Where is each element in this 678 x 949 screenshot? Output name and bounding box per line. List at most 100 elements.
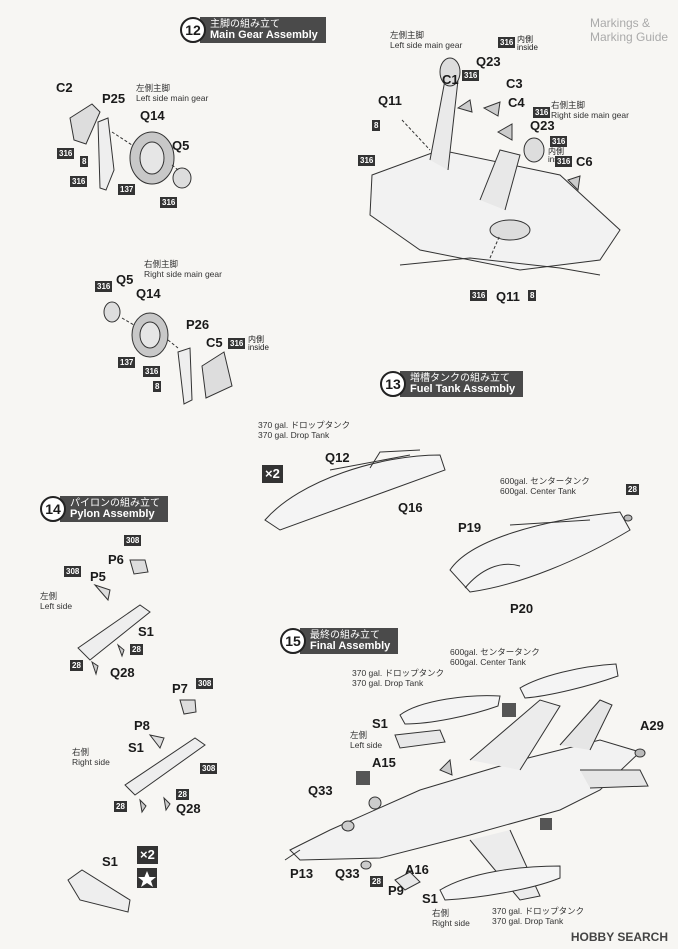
paint-code: 308 [64, 566, 82, 577]
paint-code: 308 [200, 763, 218, 774]
part-label: S1 [138, 624, 154, 639]
left-main-gear-drawing [69, 103, 192, 191]
step-title-jp: 増槽タンクの組み立て [410, 373, 510, 384]
paint-code: 8 [528, 290, 537, 301]
paint-code: 28 [130, 644, 143, 655]
paint-code: 316 [550, 136, 568, 147]
paint-code: 316 [57, 148, 75, 159]
paint-code: 316 [228, 338, 246, 349]
decal-markers [356, 703, 552, 830]
step-title-en: Final Assembly [310, 640, 391, 652]
part-label: C2 [56, 80, 73, 95]
step-title-en: Pylon Assembly [70, 508, 155, 520]
part-label: Q14 [136, 286, 161, 301]
part-label: Q28 [110, 665, 135, 680]
part-label: P7 [172, 681, 188, 696]
part-label: A29 [640, 718, 664, 733]
star-marker [137, 868, 157, 888]
step-title-jp: 最終の組み立て [310, 630, 380, 641]
step-title-jp: 主脚の組み立て [210, 19, 280, 30]
watermark-brand: HOBBY SEARCH [570, 930, 668, 944]
paint-code: 28 [70, 660, 83, 671]
part-label: Q5 [172, 138, 190, 153]
step-number: 12 [180, 17, 206, 43]
center-tank-600-drawing [449, 511, 633, 593]
step-number: 13 [380, 371, 406, 397]
part-label: P25 [102, 91, 126, 106]
paint-code: 8 [153, 381, 162, 392]
part-label: C5 [206, 335, 223, 350]
part-label: C4 [508, 95, 525, 110]
part-label: C3 [506, 76, 523, 91]
pylon-extra-drawing [67, 869, 131, 913]
pylon-right-drawing [124, 699, 206, 814]
paint-code: 316 [95, 281, 113, 292]
part-label: P13 [290, 866, 314, 881]
part-label: Q16 [398, 500, 423, 515]
part-label: P20 [510, 601, 534, 616]
step-title-en: Main Gear Assembly [210, 29, 318, 41]
part-label: P26 [186, 317, 210, 332]
part-label: A16 [405, 862, 429, 877]
paint-code: 308 [124, 535, 142, 546]
part-label: Q23 [530, 118, 555, 133]
part-label: Q23 [476, 54, 501, 69]
step-number: 14 [40, 496, 66, 522]
paint-code: 316 [160, 197, 178, 208]
part-label: S1 [128, 740, 144, 755]
part-label: A15 [372, 755, 396, 770]
quantity-x2: ×2 [137, 846, 158, 864]
paint-code: 316 [470, 290, 488, 301]
paint-code: 137 [118, 184, 136, 195]
pylon-left-drawing [77, 559, 151, 676]
paint-code: 316 [70, 176, 88, 187]
part-label: S1 [372, 716, 388, 731]
part-label: P9 [388, 883, 404, 898]
part-label: C1 [442, 72, 459, 87]
paint-code: 28 [114, 801, 127, 812]
paint-code: 316 [498, 37, 516, 48]
part-label: Q33 [335, 866, 360, 881]
paint-code: 28 [370, 876, 383, 887]
part-label: S1 [102, 854, 118, 869]
part-label: S1 [422, 891, 438, 906]
drop-tank-370-drawing [264, 449, 446, 531]
part-label: Q28 [176, 801, 201, 816]
paint-code: 316 [533, 107, 551, 118]
paint-code: 316 [462, 70, 480, 81]
part-label: Q12 [325, 450, 350, 465]
part-label: Q5 [116, 272, 134, 287]
paint-code: 316 [143, 366, 161, 377]
part-label: P6 [108, 552, 124, 567]
paint-code: 137 [118, 357, 136, 368]
quantity-x2: ×2 [262, 465, 283, 483]
part-label: P8 [134, 718, 150, 733]
paint-code: 28 [176, 789, 189, 800]
paint-code: 8 [80, 156, 89, 167]
part-label: C6 [576, 154, 593, 169]
part-label: Q11 [378, 93, 402, 108]
part-label: P19 [458, 520, 482, 535]
step-title-en: Fuel Tank Assembly [410, 383, 516, 395]
part-label: Q33 [308, 783, 333, 798]
right-main-gear-drawing [103, 301, 233, 405]
paint-code: 316 [358, 155, 376, 166]
part-label: Q11 [496, 289, 520, 304]
